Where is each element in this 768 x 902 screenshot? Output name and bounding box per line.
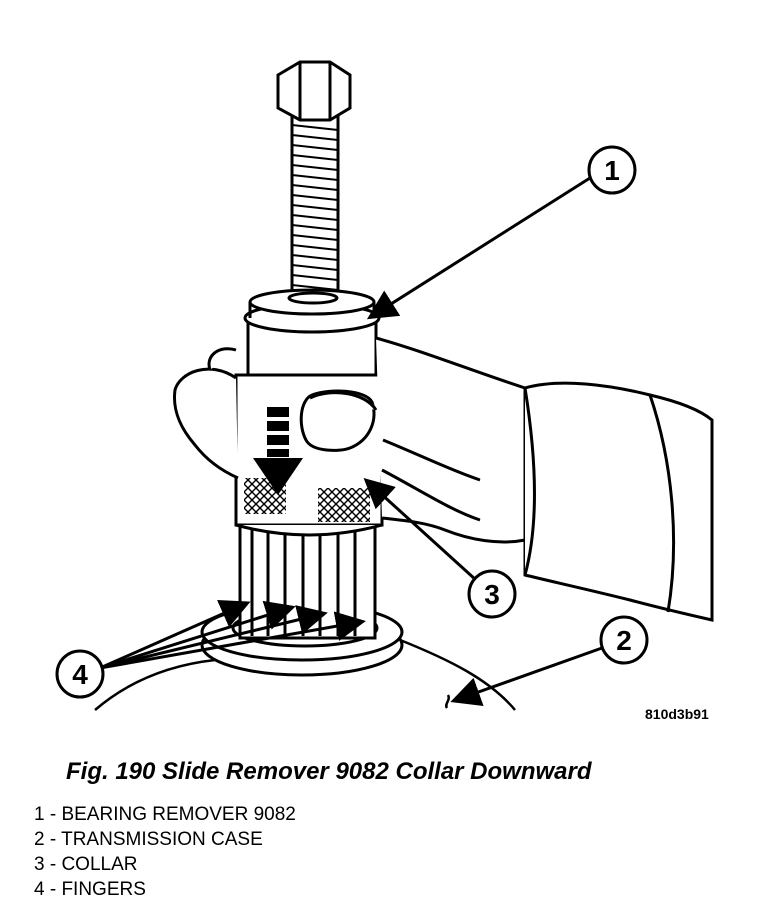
callout-3-label: 3 xyxy=(484,579,500,610)
callout-2-label: 2 xyxy=(616,625,632,656)
hand xyxy=(172,336,527,544)
figure-caption: Fig. 190 Slide Remover 9082 Collar Downw… xyxy=(66,758,592,785)
figure-code: 810d3b91 xyxy=(645,706,709,722)
fingers xyxy=(238,518,377,640)
callout-3: 3 xyxy=(363,477,517,619)
legend-item: 2 - TRANSMISSION CASE xyxy=(34,829,263,850)
callout-4: 4 xyxy=(55,599,366,699)
legend-item: 4 - FINGERS xyxy=(34,879,146,900)
threaded-bolt xyxy=(276,60,352,312)
illustration: 1 2 3 4 xyxy=(55,60,714,711)
transmission-case xyxy=(94,638,516,711)
callout-1-label: 1 xyxy=(604,155,620,186)
callout-4-label: 4 xyxy=(72,659,88,690)
downward-arrow xyxy=(253,407,303,495)
legend-item: 1 - BEARING REMOVER 9082 xyxy=(34,804,296,825)
legend-item: 3 - COLLAR xyxy=(34,854,138,875)
callout-2: 2 xyxy=(450,615,649,707)
sleeve xyxy=(523,381,714,622)
callout-1: 1 xyxy=(366,145,637,320)
legend: 1 - BEARING REMOVER 9082 2 - TRANSMISSIO… xyxy=(34,802,296,902)
